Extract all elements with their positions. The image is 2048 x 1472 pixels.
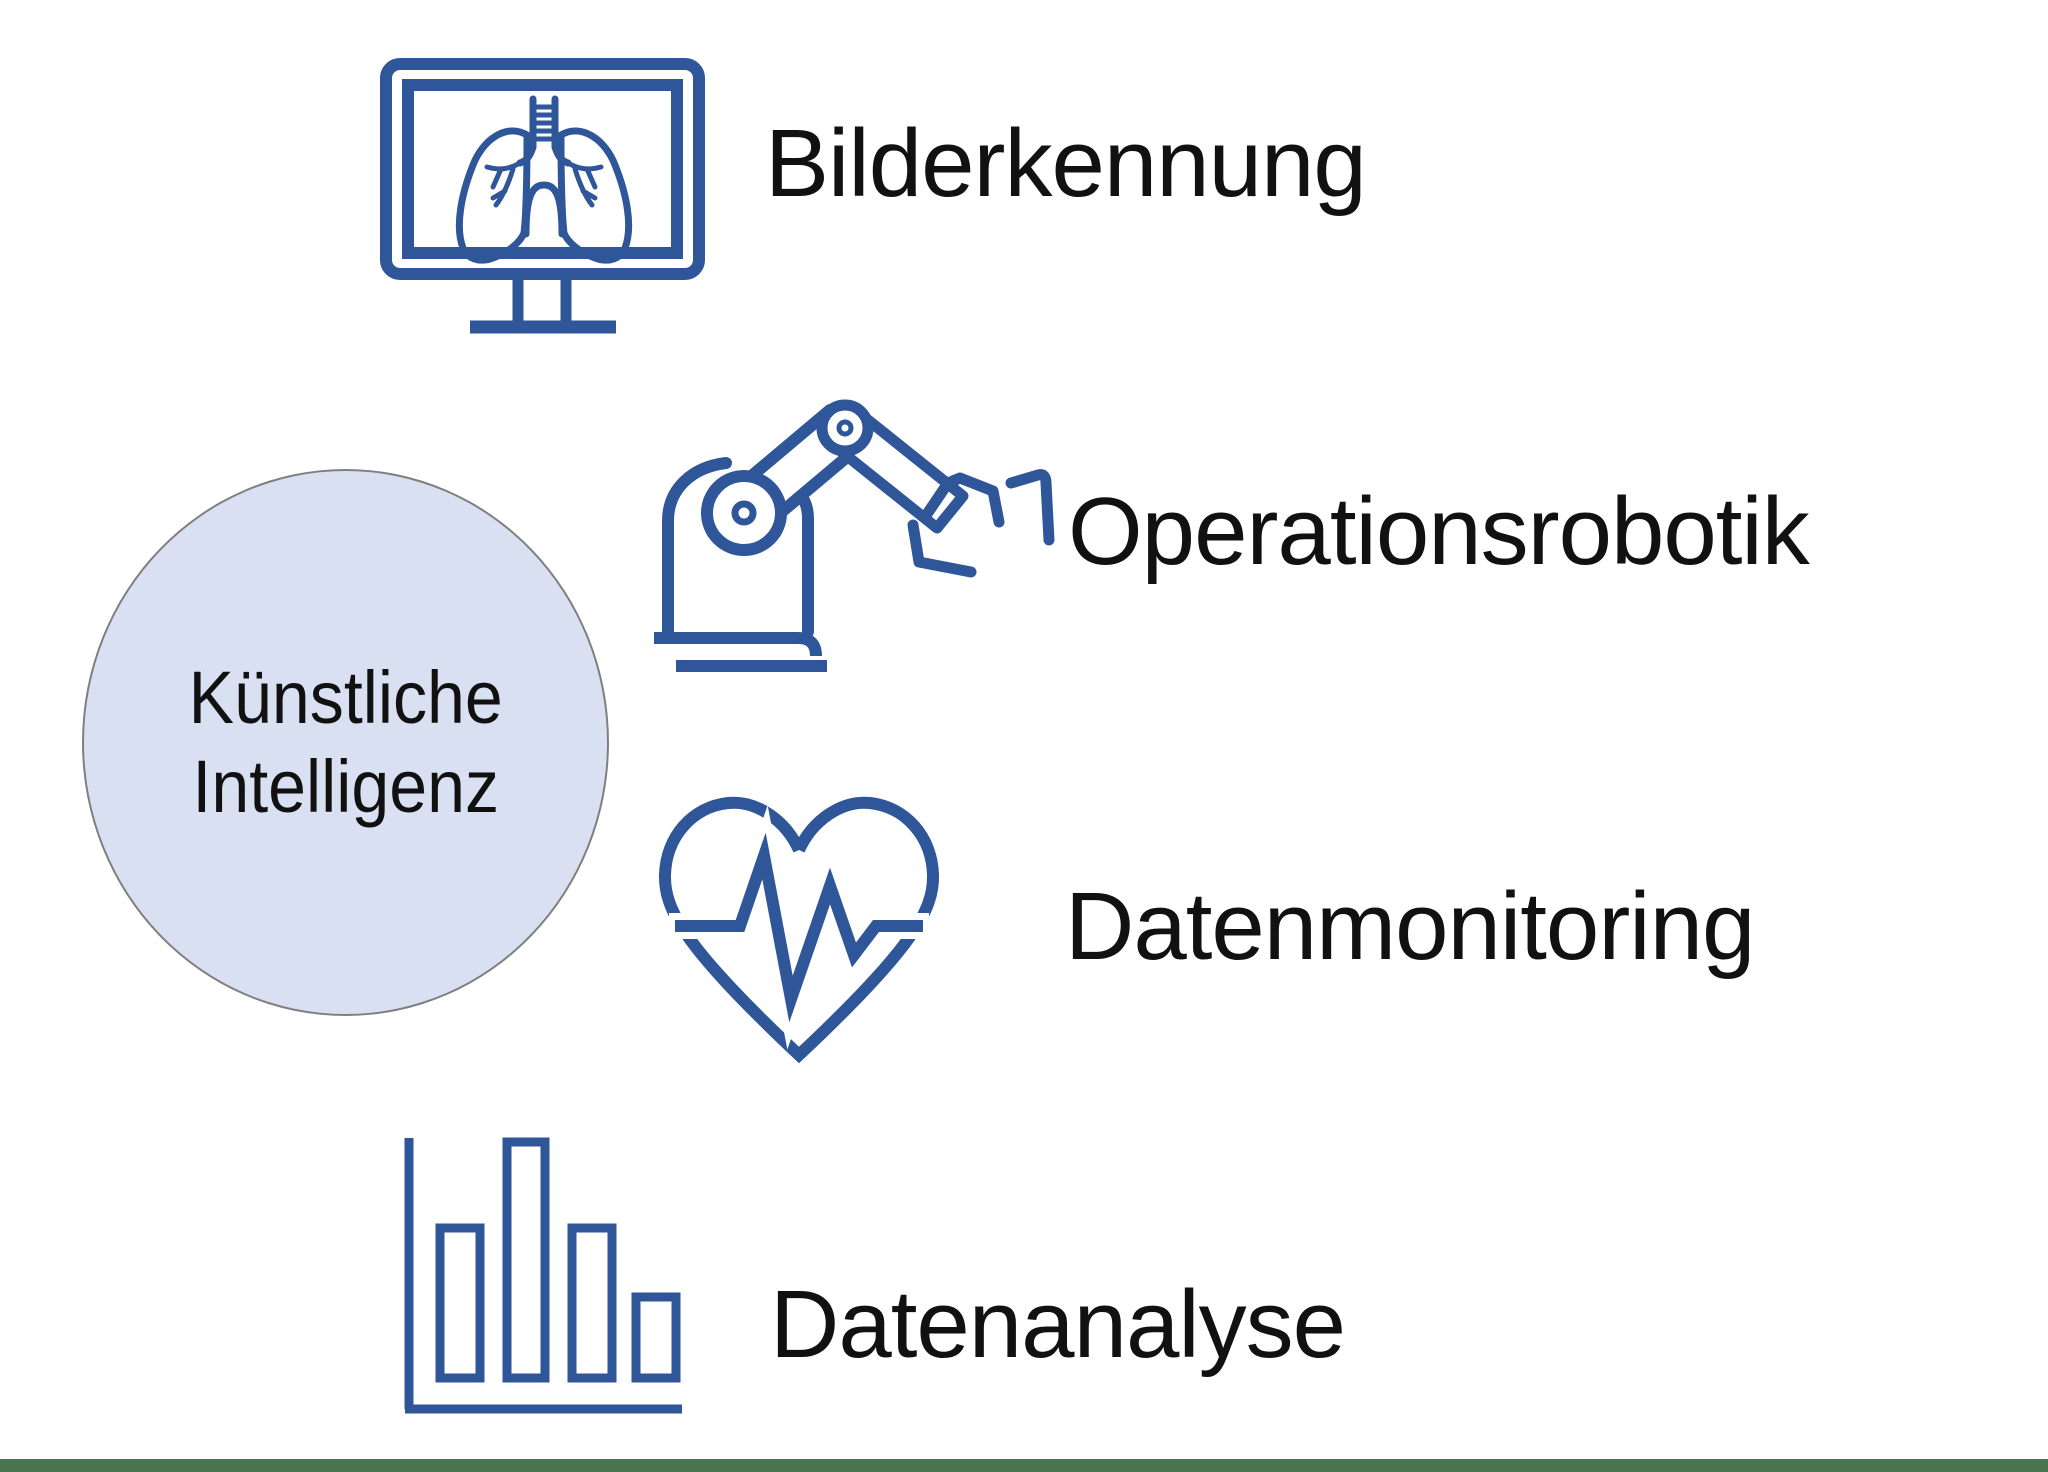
hub-label-line2: Intelligenz xyxy=(192,744,499,828)
hub-circle: Künstliche Intelligenz xyxy=(82,469,609,1016)
bar-chart-icon xyxy=(404,1137,682,1414)
item-label-operationsrobotik: Operationsrobotik xyxy=(1068,478,1810,585)
item-label-datenmonitoring: Datenmonitoring xyxy=(1065,873,1755,980)
item-label-bilderkennung: Bilderkennung xyxy=(765,110,1367,217)
item-label-datenanalyse: Datenanalyse xyxy=(770,1271,1346,1378)
heart-pulse-icon xyxy=(658,796,940,1064)
hub-label: Künstliche Intelligenz xyxy=(188,654,502,832)
hub-label-line1: Künstliche xyxy=(188,655,503,739)
robot-arm-icon xyxy=(654,399,1055,672)
monitor-lungs-icon xyxy=(380,58,705,334)
footer-accent-bar xyxy=(0,1459,2048,1472)
